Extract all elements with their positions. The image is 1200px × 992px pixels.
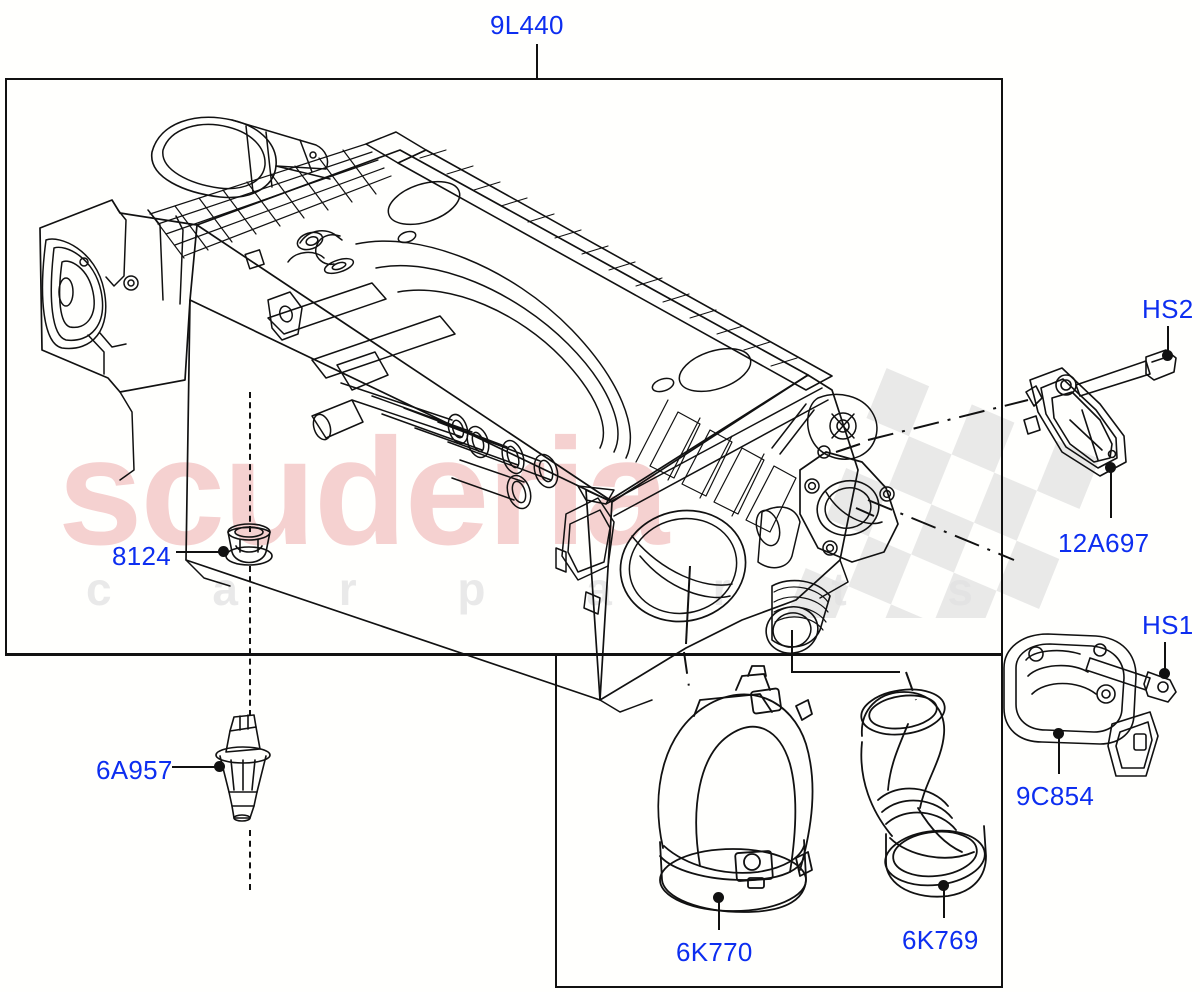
- leader-dot-hs2: [1162, 350, 1173, 361]
- leader-6k770: [718, 898, 721, 930]
- part-label-hs2[interactable]: HS2: [1142, 294, 1194, 324]
- leader-6k769: [943, 886, 946, 918]
- part-label-9l440[interactable]: 9L440: [490, 10, 564, 40]
- leader-dot-12a697: [1105, 462, 1116, 473]
- main-assembly-frame-bottom-edge: [5, 653, 557, 656]
- alignment-line-8124-lower: [249, 566, 251, 716]
- alignment-line-6a957-lower: [249, 830, 251, 890]
- leader-dot-hs1: [1159, 668, 1170, 679]
- leader-dot-9c854: [1053, 728, 1064, 739]
- leader-dot-6k769: [938, 880, 949, 891]
- leader-dot-6k770: [713, 892, 724, 903]
- leader-6a957: [172, 766, 220, 769]
- leader-hs2: [1167, 326, 1170, 354]
- part-label-6k770[interactable]: 6K770: [676, 937, 753, 967]
- part-label-9c854[interactable]: 9C854: [1016, 781, 1095, 811]
- leader-9l440: [536, 44, 539, 80]
- part-label-6k769[interactable]: 6K769: [902, 925, 979, 955]
- leader-9c854: [1058, 732, 1061, 774]
- alignment-line-8124-6a957: [249, 392, 251, 532]
- leader-dot-6a957: [214, 761, 225, 772]
- part-label-6a957[interactable]: 6A957: [96, 755, 173, 785]
- main-assembly-frame: [5, 78, 1003, 655]
- leader-dot-8124: [218, 546, 229, 557]
- part-label-8124[interactable]: 8124: [112, 541, 172, 571]
- part-label-12a697[interactable]: 12A697: [1058, 528, 1150, 558]
- leader-hs1: [1164, 642, 1167, 674]
- sub-assembly-frame: [555, 653, 1003, 988]
- leader-12a697: [1110, 466, 1113, 518]
- part-label-hs1[interactable]: HS1: [1142, 610, 1194, 640]
